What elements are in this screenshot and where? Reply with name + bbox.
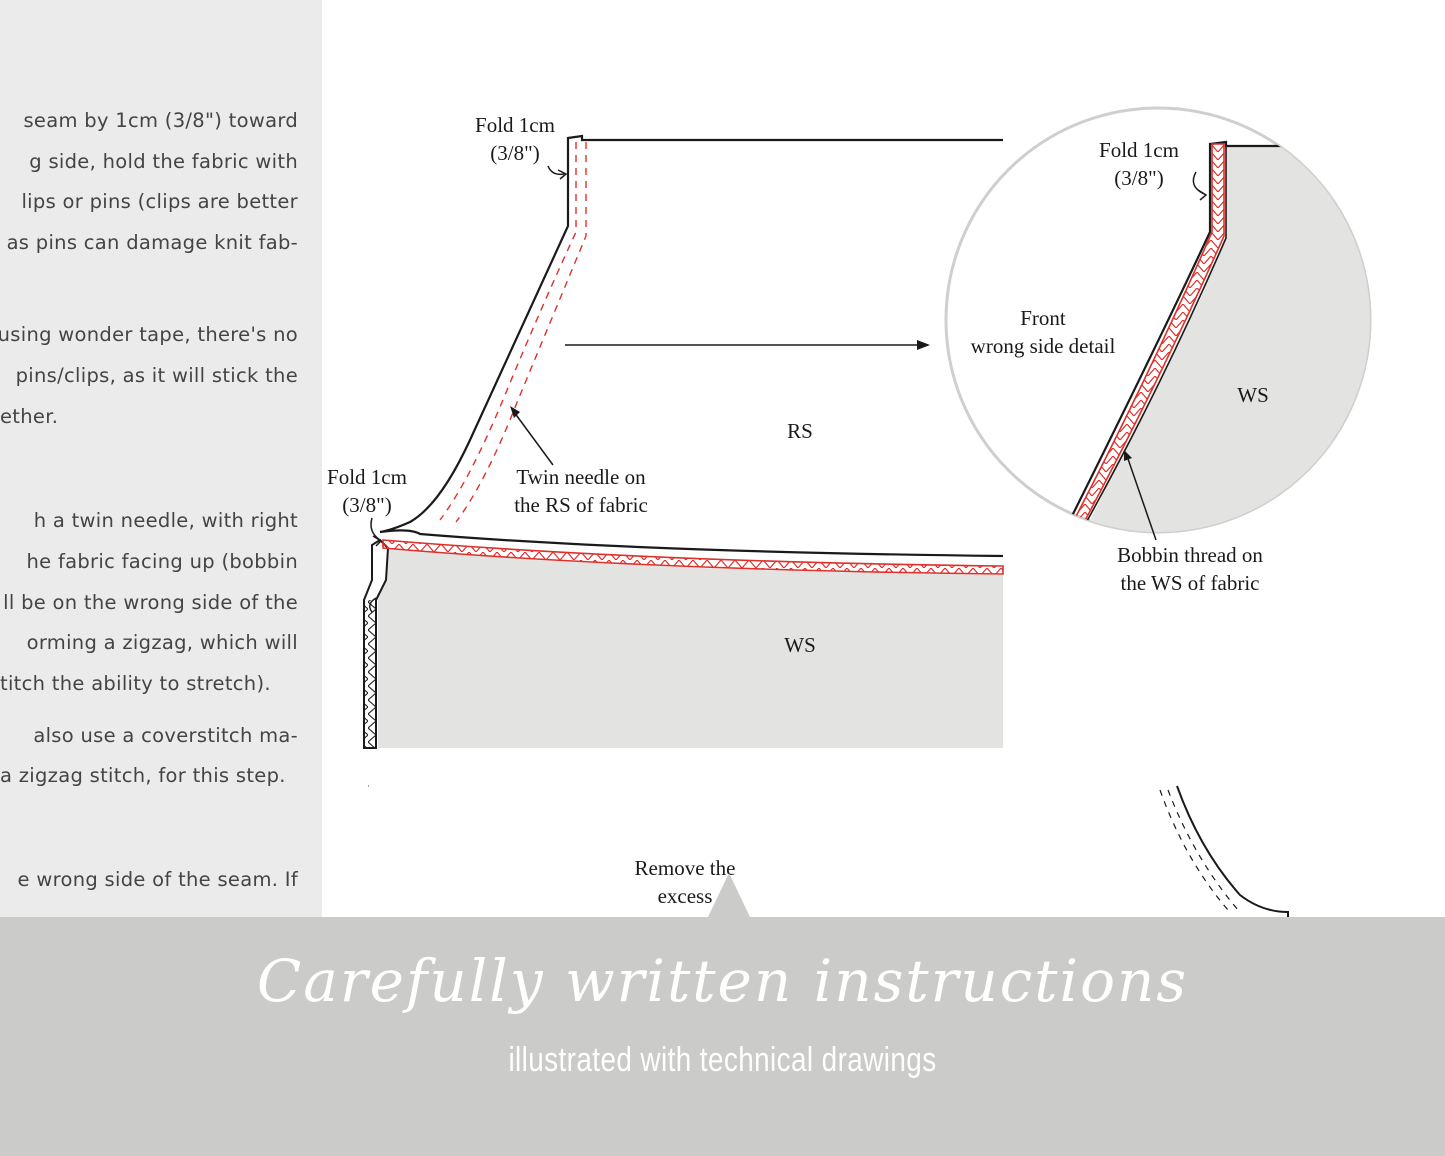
fold-label-top-1: Fold 1cm xyxy=(475,113,555,137)
hem-band-outline xyxy=(379,529,1004,558)
instruction-line: seam by 1cm (3/8") toward xyxy=(23,109,298,132)
instruction-line: as pins can damage knit fab- xyxy=(6,231,298,254)
instruction-line: lips or pins (clips are better xyxy=(21,190,298,213)
hem-band-zigzag xyxy=(382,539,1004,575)
front-detail-label-2: wrong side detail xyxy=(971,334,1116,358)
front-outline xyxy=(379,134,1003,534)
banner-subtitle: illustrated with technical drawings xyxy=(508,1041,937,1079)
small-fold-curl xyxy=(369,597,377,613)
instruction-line: g side, hold the fabric with xyxy=(29,150,298,173)
instruction-line: ll be on the wrong side of the xyxy=(3,591,298,614)
rs-label: RS xyxy=(787,419,813,443)
bobbin-label-1: Bobbin thread on xyxy=(1117,543,1263,567)
ws-detail-label: WS xyxy=(1237,383,1269,407)
instruction-text-column: seam by 1cm (3/8") toward g side, hold t… xyxy=(0,0,322,917)
bottom-right-stitch-2 xyxy=(1167,789,1239,911)
ws-label: WS xyxy=(784,633,816,657)
feature-banner: Carefully written instructions illustrat… xyxy=(0,917,1445,1156)
banner-pointer xyxy=(708,873,750,917)
bobbin-label-2: the WS of fabric xyxy=(1121,571,1260,595)
instruction-line: e wrong side of the seam. If xyxy=(17,868,298,891)
banner-title: Carefully written instructions xyxy=(256,947,1189,1015)
instruction-line: he fabric facing up (bobbin xyxy=(26,550,298,573)
fold-label-detail-1: Fold 1cm xyxy=(1099,138,1179,162)
twin-needle-label-1: Twin needle on xyxy=(516,465,646,489)
ws-fabric-panel xyxy=(378,548,1003,748)
fold-label-top-2: (3/8") xyxy=(490,141,539,165)
front-detail-label-1: Front xyxy=(1020,306,1066,330)
left-zigzag-band xyxy=(365,600,375,748)
twin-needle-label-2: the RS of fabric xyxy=(514,493,648,517)
fold-label-left-2: (3/8") xyxy=(342,493,391,517)
detail-inner-edge xyxy=(1081,146,1227,531)
instruction-line: orming a zigzag, which will xyxy=(26,631,298,654)
bottom-right-stitch-1 xyxy=(1159,789,1229,911)
bobbin-pointer xyxy=(1126,455,1157,541)
technical-drawing: Fold 1cm (3/8") Fold 1cm (3/8") RS WS Tw… xyxy=(327,106,1372,917)
fold-arrow-top xyxy=(547,165,565,176)
instruction-line: h a twin needle, with right xyxy=(33,509,298,532)
detail-ws-fabric xyxy=(1070,146,1370,532)
twin-needle-row-2 xyxy=(455,142,587,523)
bottom-right-outline xyxy=(1176,785,1289,917)
instruction-line: a zigzag stitch, for this step. xyxy=(0,764,286,787)
instruction-line: titch the ability to stretch). xyxy=(0,672,271,695)
instruction-line: also use a coverstitch ma- xyxy=(33,724,298,747)
instruction-line: ether. xyxy=(0,405,59,428)
instruction-line: using wonder tape, there's no xyxy=(0,323,298,346)
remove-label-2: excess xyxy=(658,884,713,908)
fold-label-detail-2: (3/8") xyxy=(1114,166,1163,190)
twin-needle-row-1 xyxy=(439,142,577,521)
detail-fold-outline xyxy=(1064,140,1282,531)
fold-label-left-1: Fold 1cm xyxy=(327,465,407,489)
twin-needle-pointer xyxy=(513,411,554,466)
instruction-line: pins/clips, as it will stick the xyxy=(15,364,298,387)
